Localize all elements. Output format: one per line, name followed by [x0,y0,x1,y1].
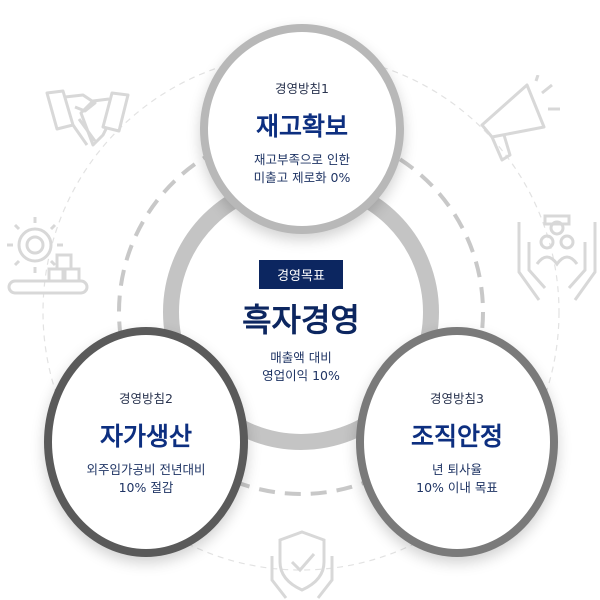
goal-desc-line1: 매출액 대비 [270,349,332,365]
policy-desc: 외주임가공비 전년대비 10% 절감 [87,461,206,497]
policy-desc: 재고부족으로 인한 미출고 제로화 0% [254,151,351,187]
policy-desc-line1: 년 퇴사율 [432,461,482,477]
policy-circle-1: 경영방침1 재고확보 재고부족으로 인한 미출고 제로화 0% [200,24,404,234]
policy-label: 경영방침3 [430,390,484,406]
goal-desc-line2: 영업이익 10% [262,367,340,383]
gear-conveyor-icon [7,217,89,295]
policy-circle-3: 경영방침3 조직안정 년 퇴사율 10% 이내 목표 [356,327,558,557]
policy-title: 자가생산 [99,421,192,451]
megaphone-icon [480,75,560,162]
policy-desc-line1: 재고부족으로 인한 [254,151,350,167]
policy-title: 재고확보 [255,111,348,141]
handshake-icon [45,89,130,147]
inner-dashed-ring [117,128,485,496]
policy-desc-line2: 10% 절감 [118,479,174,495]
policy-title: 조직안정 [410,421,503,451]
policy-desc: 년 퇴사율 10% 이내 목표 [416,461,498,497]
policy-label: 경영방침1 [275,80,329,96]
policy-label: 경영방침2 [119,390,173,406]
shield-in-hands-icon [270,530,334,599]
goal-title: 흑자경영 [242,300,360,339]
policy-circle-2: 경영방침2 자가생산 외주임가공비 전년대비 10% 절감 [44,327,248,557]
goal-badge: 경영목표 [259,259,343,289]
people-in-hands-icon [517,214,597,301]
policy-desc-line2: 미출고 제로화 0% [253,169,351,185]
goal-desc: 매출액 대비 영업이익 10% [262,349,340,385]
policy-desc-line1: 외주임가공비 전년대비 [86,461,206,477]
policy-desc-line2: 10% 이내 목표 [416,479,498,495]
